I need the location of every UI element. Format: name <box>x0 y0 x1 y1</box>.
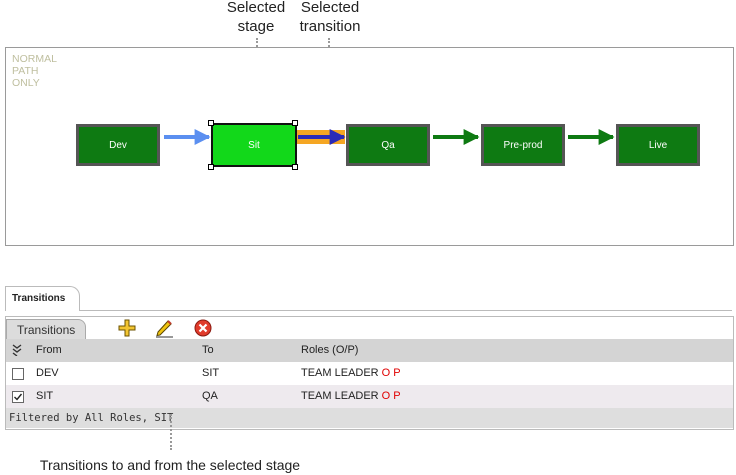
column-menu-button[interactable] <box>12 339 22 365</box>
transition-links <box>164 129 615 145</box>
path-label: NORMAL PATH ONLY <box>12 53 57 89</box>
stage-label: Dev <box>109 139 127 151</box>
stage-label: Qa <box>381 139 395 151</box>
callout-line: stage <box>237 18 275 35</box>
selected-stage-callout: Selected stage <box>218 0 294 36</box>
tab-transitions-outer[interactable]: Transitions <box>5 286 81 311</box>
transitions-callout: Transitions to and from the selected sta… <box>39 457 301 473</box>
selected-transition-callout: Selected transition <box>290 0 370 36</box>
stage-live[interactable]: Live <box>616 124 700 166</box>
role-op-flags: O P <box>381 390 401 402</box>
grid-filter-status: Filtered by All Roles, SIT <box>6 408 733 428</box>
callout-leader <box>170 414 172 450</box>
stage-label: Live <box>648 139 668 151</box>
callout-line: Selected <box>300 0 360 16</box>
resize-handle[interactable] <box>292 120 298 126</box>
stage-label: Pre-prod <box>503 139 543 151</box>
delete-transition-button[interactable] <box>193 318 213 338</box>
workflow-canvas[interactable]: NORMAL PATH ONLY Dev Sit Qa Pre-prod Liv… <box>5 47 734 246</box>
cell-from: SIT <box>36 390 54 402</box>
role-op-flags: O P <box>381 367 401 379</box>
stage-dev[interactable]: Dev <box>76 124 160 166</box>
stage-qa[interactable]: Qa <box>346 124 430 166</box>
role-name: TEAM LEADER <box>301 390 379 402</box>
resize-handle[interactable] <box>208 164 214 170</box>
cell-to: QA <box>202 390 218 402</box>
callout-line: transition <box>299 18 361 35</box>
cell-from: DEV <box>36 367 59 379</box>
callout-line: Selected <box>226 0 286 16</box>
column-header-to[interactable]: To <box>202 344 214 356</box>
stage-pre-prod[interactable]: Pre-prod <box>481 124 565 166</box>
edit-transition-button[interactable] <box>154 318 174 338</box>
pencil-icon <box>156 320 173 338</box>
tab-transitions-inner[interactable]: Transitions <box>6 319 87 340</box>
outer-tabstrip: Transitions <box>5 286 732 311</box>
stage-label: Sit <box>248 139 260 151</box>
role-name: TEAM LEADER <box>301 367 379 379</box>
checkmark-icon <box>14 393 23 401</box>
cell-to: SIT <box>202 367 220 379</box>
plus-icon <box>118 319 136 337</box>
resize-handle[interactable] <box>208 120 214 126</box>
resize-handle[interactable] <box>292 164 298 170</box>
grid-header: From To Roles (O/P) <box>6 339 733 362</box>
column-header-from[interactable]: From <box>36 344 62 356</box>
panel-toolbar: Transitions <box>6 317 733 340</box>
row-checkbox[interactable] <box>12 362 24 389</box>
add-transition-button[interactable] <box>117 318 137 338</box>
delete-icon <box>194 319 212 337</box>
chevrons-down-icon <box>12 344 22 357</box>
row-checkbox[interactable] <box>12 385 24 412</box>
transitions-panel: Transitions <box>5 316 734 430</box>
column-header-roles[interactable]: Roles (O/P) <box>301 344 359 356</box>
stage-sit[interactable]: Sit <box>211 123 297 167</box>
